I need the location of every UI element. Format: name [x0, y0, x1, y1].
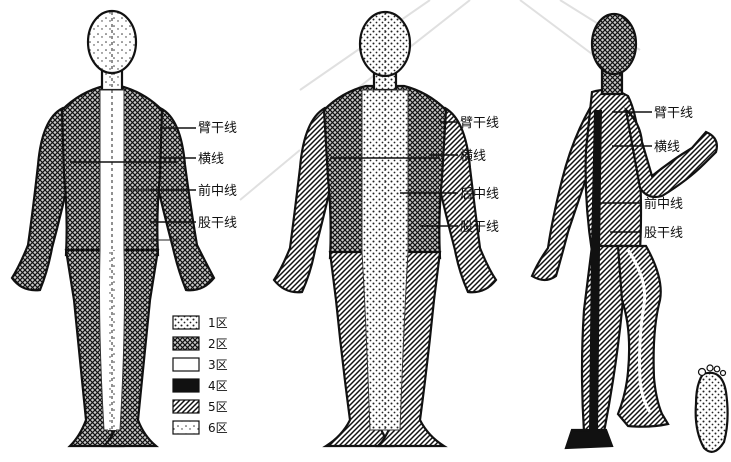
front-label-anterior-midline: 前中线 — [198, 183, 237, 199]
back-body-figure: 臂干线 横线 后中线 股干线 — [274, 12, 499, 446]
legend-swatch-zone-5 — [173, 400, 199, 413]
legend-swatch-zone-2 — [173, 337, 199, 350]
side-shoe — [566, 430, 612, 448]
legend-label-zone-1: 1区 — [208, 316, 228, 330]
legend-swatch-zone-1 — [173, 316, 199, 329]
legend-swatch-zone-6 — [173, 421, 199, 434]
side-label-anterior-midline: 前中线 — [644, 196, 683, 212]
back-label-thigh-line: 股干线 — [460, 220, 499, 235]
legend-swatch-zone-4 — [173, 379, 199, 392]
side-label-thigh-line: 股干线 — [644, 226, 683, 241]
legend-swatch-zone-3 — [173, 358, 199, 371]
legend-label-zone-3: 3区 — [208, 358, 228, 372]
side-body-figure: 臂干线 横线 前中线 股干线 — [532, 14, 728, 452]
legend-label-zone-2: 2区 — [208, 337, 228, 351]
zone-legend: 1区 2区 3区 4区 5区 6区 — [173, 316, 228, 435]
legend-label-zone-4: 4区 — [208, 379, 228, 393]
back-label-posterior-midline: 后中线 — [460, 187, 499, 202]
legend-label-zone-6: 6区 — [208, 421, 228, 435]
front-body-figure: 臂干线 横线 前中线 股干线 — [12, 11, 237, 446]
side-label-horizontal-line: 横线 — [654, 140, 680, 155]
back-label-arm-line: 臂干线 — [460, 116, 499, 131]
side-label-arm-line: 臂干线 — [654, 106, 693, 121]
front-label-arm-line: 臂干线 — [198, 121, 237, 136]
front-label-thigh-line: 股干线 — [198, 216, 237, 231]
front-label-horizontal-line: 横线 — [198, 152, 224, 167]
foot-sole-figure — [696, 365, 728, 452]
back-label-horizontal-line: 横线 — [460, 149, 486, 164]
side-silhouette — [532, 14, 717, 448]
legend-label-zone-5: 5区 — [208, 400, 228, 414]
